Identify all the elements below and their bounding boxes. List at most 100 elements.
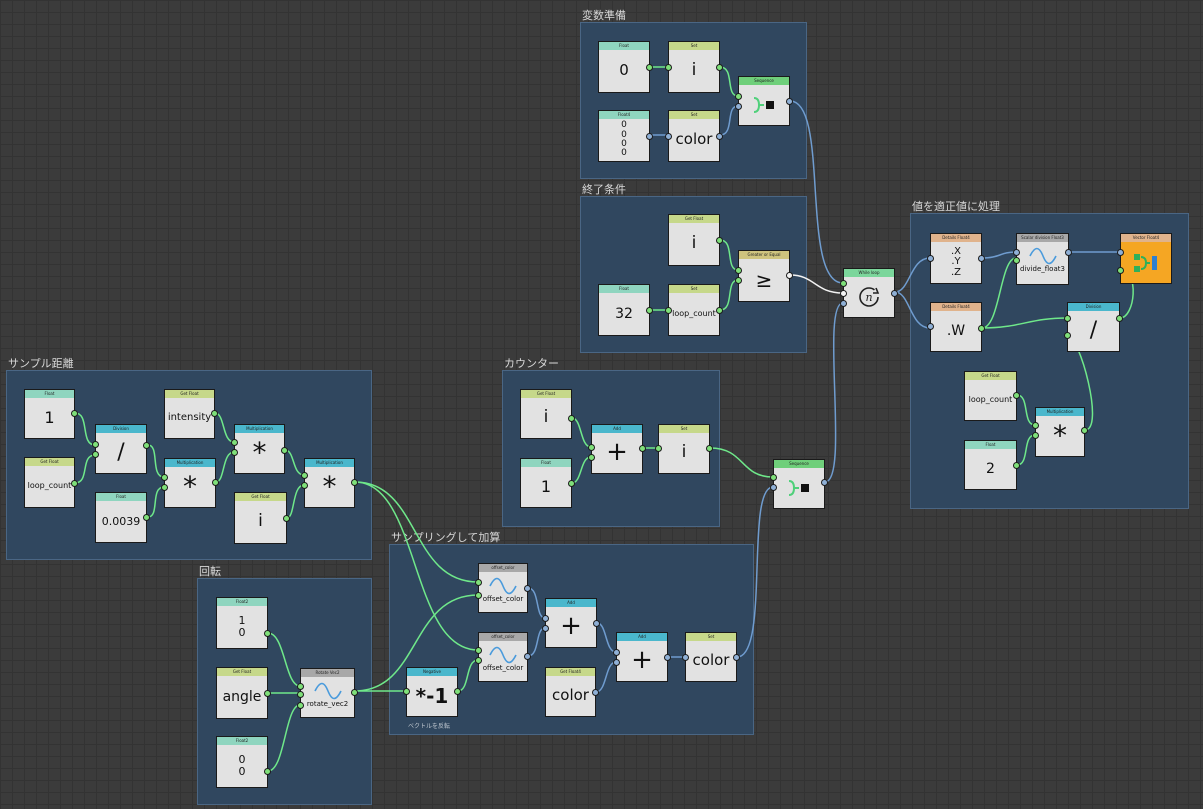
- float-node[interactable]: Float 1: [520, 458, 575, 508]
- multiplication-node[interactable]: Multiplication *: [301, 458, 358, 508]
- float-node[interactable]: Float 0.0039: [95, 492, 150, 543]
- input-port[interactable]: [161, 474, 168, 481]
- input-port[interactable]: [231, 439, 238, 446]
- output-port[interactable]: [212, 479, 219, 486]
- multiplication-node[interactable]: Multiplication *: [1032, 407, 1088, 457]
- float-node[interactable]: Float 32: [598, 284, 653, 336]
- output-port[interactable]: [706, 445, 713, 452]
- add-node[interactable]: Add +: [542, 598, 600, 648]
- input-port[interactable]: [475, 592, 482, 599]
- offset-color-node[interactable]: offset_color offset_color: [475, 632, 531, 682]
- output-port[interactable]: [351, 479, 358, 486]
- output-port[interactable]: [71, 480, 78, 487]
- input-port[interactable]: [161, 484, 168, 491]
- input-port[interactable]: [840, 300, 847, 307]
- division-node[interactable]: Division /: [1064, 302, 1123, 352]
- output-port[interactable]: [351, 689, 358, 696]
- set-color-node[interactable]: Set color: [682, 632, 740, 682]
- output-port[interactable]: [1013, 462, 1020, 469]
- output-port[interactable]: [211, 410, 218, 417]
- input-port[interactable]: [735, 277, 742, 284]
- input-port[interactable]: [1064, 332, 1071, 339]
- output-port[interactable]: [664, 654, 671, 661]
- add-node[interactable]: Add +: [613, 632, 671, 682]
- output-port[interactable]: [143, 442, 150, 449]
- input-port[interactable]: [655, 445, 662, 452]
- get-intensity-node[interactable]: Get Float intensity: [164, 389, 218, 439]
- input-port[interactable]: [475, 657, 482, 664]
- sequence-node[interactable]: Sequence: [770, 459, 828, 509]
- output-port[interactable]: [716, 237, 723, 244]
- output-port[interactable]: [1081, 427, 1088, 434]
- input-port[interactable]: [231, 449, 238, 456]
- input-port[interactable]: [613, 659, 620, 666]
- output-port[interactable]: [891, 290, 898, 297]
- output-port[interactable]: [716, 133, 723, 140]
- output-port[interactable]: [568, 415, 575, 422]
- output-port[interactable]: [143, 514, 150, 521]
- output-port[interactable]: [639, 445, 646, 452]
- input-port[interactable]: [927, 255, 934, 262]
- split-w-node[interactable]: Details Float4 .W: [927, 302, 985, 352]
- output-port[interactable]: [786, 272, 793, 279]
- input-port[interactable]: [475, 647, 482, 654]
- output-port[interactable]: [281, 447, 288, 454]
- get-angle-node[interactable]: Get Float angle: [216, 667, 271, 719]
- output-port[interactable]: [592, 689, 599, 696]
- input-port[interactable]: [1032, 422, 1039, 429]
- output-port[interactable]: [524, 585, 531, 592]
- sequence-node[interactable]: Sequence: [735, 76, 793, 126]
- float2-node[interactable]: Float2 0 0: [216, 736, 271, 788]
- greater-or-equal-node[interactable]: Greater or Equal ≥: [735, 250, 793, 302]
- input-port[interactable]: [840, 280, 847, 287]
- split-xyz-node[interactable]: Details Float4 .X .Y .Z: [927, 233, 985, 284]
- output-port[interactable]: [71, 410, 78, 417]
- input-port[interactable]: [735, 267, 742, 274]
- get-color-node[interactable]: Get Float4 color: [545, 667, 599, 717]
- output-port[interactable]: [593, 620, 600, 627]
- input-port[interactable]: [588, 454, 595, 461]
- output-port[interactable]: [821, 479, 828, 486]
- input-port[interactable]: [297, 683, 304, 690]
- input-port[interactable]: [735, 103, 742, 110]
- multiplication-node[interactable]: Multiplication *: [231, 424, 288, 474]
- float4-node[interactable]: Float4 0 0 0 0: [598, 110, 653, 162]
- output-port[interactable]: [264, 630, 271, 637]
- get-i-node[interactable]: Get Float i: [234, 492, 290, 544]
- negative-node[interactable]: Negative *-1: [403, 667, 461, 717]
- get-i-node[interactable]: Get Float i: [520, 389, 575, 439]
- output-port[interactable]: [786, 98, 793, 105]
- multiplication-node[interactable]: Multiplication *: [161, 458, 219, 508]
- set-i-node[interactable]: Set i: [655, 424, 713, 474]
- float-node[interactable]: Float 2: [964, 440, 1020, 490]
- input-port[interactable]: [840, 290, 847, 297]
- input-port[interactable]: [735, 93, 742, 100]
- float-node[interactable]: Float 0: [598, 41, 653, 93]
- output-port[interactable]: [646, 64, 653, 71]
- output-port[interactable]: [646, 133, 653, 140]
- input-port[interactable]: [1013, 257, 1020, 264]
- set-color-node[interactable]: Set color: [665, 110, 723, 162]
- input-port[interactable]: [770, 474, 777, 481]
- input-port[interactable]: [301, 482, 308, 489]
- input-port[interactable]: [665, 64, 672, 71]
- input-port[interactable]: [770, 484, 777, 491]
- output-port[interactable]: [646, 307, 653, 314]
- output-port[interactable]: [283, 515, 290, 522]
- input-port[interactable]: [613, 649, 620, 656]
- get-loop-count-node[interactable]: Get Float loop_count: [24, 457, 78, 508]
- output-port[interactable]: [716, 307, 723, 314]
- input-port[interactable]: [1032, 432, 1039, 439]
- float-node[interactable]: Float 1: [24, 389, 78, 439]
- output-port[interactable]: [1116, 315, 1123, 322]
- rotate-vec2-node[interactable]: Rotate Vec2 rotate_vec2: [297, 668, 358, 718]
- input-port[interactable]: [92, 451, 99, 458]
- input-port[interactable]: [1013, 249, 1020, 256]
- input-port[interactable]: [92, 441, 99, 448]
- output-port[interactable]: [568, 480, 575, 487]
- input-port[interactable]: [542, 625, 549, 632]
- while-loop-node[interactable]: While loop n: [840, 268, 898, 318]
- input-port[interactable]: [927, 323, 934, 330]
- set-i-node[interactable]: Set i: [665, 41, 723, 93]
- output-port[interactable]: [1065, 249, 1072, 256]
